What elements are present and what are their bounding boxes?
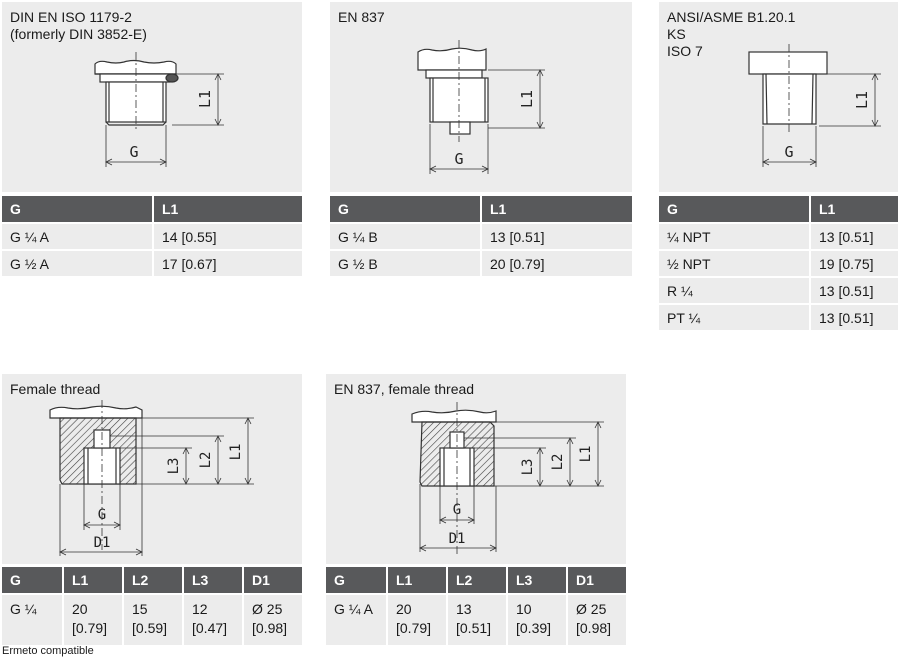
cell-l3: 10 [0.39] (506, 593, 566, 645)
cell-l1: 20 [0.79] (62, 593, 122, 645)
dim-label-d1: D1 (94, 535, 111, 551)
table-header-row: G L1 (2, 196, 302, 222)
table-header-row: G L1 (330, 196, 632, 222)
cell-g: ½ NPT (659, 249, 809, 276)
column-header-l2: L2 (446, 567, 506, 593)
table-row: G ¼ B 13 [0.51] (330, 222, 632, 249)
cell-d1: Ø 25 [0.98] (242, 593, 302, 645)
dim-label-g: G (454, 150, 463, 168)
column-header-l3: L3 (506, 567, 566, 593)
cell-l1: 20 [0.79] (480, 249, 632, 276)
dim-label-l1: L1 (196, 90, 214, 108)
spec-table-en-837-female-thread: G L1 L2 L3 D1 G ¼ A 20 [0.79] 13 [0.51] … (326, 567, 626, 645)
drawing-panel-en-837: EN 837 G L1 (330, 2, 632, 192)
dim-label-l2: L2 (550, 454, 566, 471)
cell-g: G ¼ (2, 593, 62, 645)
dim-label-d1: D1 (449, 531, 466, 547)
cell-g: G ½ A (2, 249, 152, 276)
dim-label-g: G (453, 502, 461, 518)
column-header-g: G (2, 196, 152, 222)
table-row: PT ¼ 13 [0.51] (659, 303, 898, 330)
fitting-drawing-male-thread-en-837: G L1 (417, 40, 545, 174)
dim-label-l3: L3 (166, 458, 182, 475)
cell-l1: 13 [0.51] (809, 222, 898, 249)
column-header-l1: L1 (480, 196, 632, 222)
column-header-l1: L1 (386, 567, 446, 593)
cell-l1: 20 [0.79] (386, 593, 446, 645)
column-header-l2: L2 (122, 567, 182, 593)
column-header-g: G (326, 567, 386, 593)
cell-l1: 13 [0.51] (809, 276, 898, 303)
spec-table-din-en-iso-1179-2: G L1 G ¼ A 14 [0.55] G ½ A 17 [0.67] (2, 196, 302, 276)
cell-l3: 12 [0.47] (182, 593, 242, 645)
cell-l1: 19 [0.75] (809, 249, 898, 276)
table-row: R ¼ 13 [0.51] (659, 276, 898, 303)
dim-label-l1: L1 (853, 91, 871, 109)
panel-title: Female thread (10, 381, 101, 397)
drawing-panel-din-en-iso-1179-2: DIN EN ISO 1179-2 (formerly DIN 3852-E) (2, 2, 302, 192)
column-header-l1: L1 (152, 196, 302, 222)
cell-l1: 13 [0.51] (480, 222, 632, 249)
table-header-row: G L1 L2 L3 D1 (2, 567, 302, 593)
fitting-drawing-en-837-female-thread: G D1 L1 L2 L3 (411, 402, 604, 554)
cell-l1: 13 [0.51] (809, 303, 898, 330)
dim-label-g: G (98, 507, 106, 523)
table-row: G ¼ 20 [0.79] 15 [0.59] 12 [0.47] Ø 25 [… (2, 593, 302, 645)
cell-g: R ¼ (659, 276, 809, 303)
dim-label-l1: L1 (518, 90, 536, 108)
dim-label-l1: L1 (228, 444, 244, 461)
dim-label-l3: L3 (520, 459, 536, 476)
cell-l2: 15 [0.59] (122, 593, 182, 645)
dim-label-g: G (129, 143, 138, 161)
table-row: G ½ A 17 [0.67] (2, 249, 302, 276)
table-header-row: G L1 L2 L3 D1 (326, 567, 626, 593)
table-header-row: G L1 (659, 196, 898, 222)
spec-table-female-thread: G L1 L2 L3 D1 G ¼ 20 [0.79] 15 [0.59] 12… (2, 567, 302, 645)
panel-title: DIN EN ISO 1179-2 (formerly DIN 3852-E) (10, 9, 147, 42)
column-header-l1: L1 (62, 567, 122, 593)
fitting-drawing-tapered-thread: G L1 (748, 44, 881, 167)
cell-g: G ¼ A (2, 222, 152, 249)
cell-l1: 17 [0.67] (152, 249, 302, 276)
panel-title: EN 837, female thread (334, 381, 475, 397)
cell-g: G ¼ A (326, 593, 386, 645)
dim-label-l1: L1 (578, 446, 594, 463)
cell-g: G ¼ B (330, 222, 480, 249)
cell-l1: 14 [0.55] (152, 222, 302, 249)
column-header-g: G (2, 567, 62, 593)
column-header-g: G (659, 196, 809, 222)
dim-label-l2: L2 (198, 452, 214, 469)
table-row: G ¼ A 14 [0.55] (2, 222, 302, 249)
cell-g: ¼ NPT (659, 222, 809, 249)
column-header-g: G (330, 196, 480, 222)
dim-label-g: G (784, 143, 793, 161)
table-row: G ½ B 20 [0.79] (330, 249, 632, 276)
cell-g: G ½ B (330, 249, 480, 276)
cell-g: PT ¼ (659, 303, 809, 330)
column-header-d1: D1 (566, 567, 626, 593)
fitting-drawing-female-thread: G D1 L1 L2 L3 (49, 400, 254, 556)
spec-table-ansi-asme: G L1 ¼ NPT 13 [0.51] ½ NPT 19 [0.75] R ¼… (659, 196, 898, 330)
drawing-panel-en-837-female-thread: EN 837, female thread (326, 374, 626, 564)
column-header-d1: D1 (242, 567, 302, 593)
drawing-panel-ansi-asme: ANSI/ASME B1.20.1 KS ISO 7 G L1 (659, 2, 898, 192)
column-header-l3: L3 (182, 567, 242, 593)
drawing-panel-female-thread: Female thread (2, 374, 302, 564)
table-row: G ¼ A 20 [0.79] 13 [0.51] 10 [0.39] Ø 25… (326, 593, 626, 645)
column-header-l1: L1 (809, 196, 898, 222)
spec-table-en-837: G L1 G ¼ B 13 [0.51] G ½ B 20 [0.79] (330, 196, 632, 276)
fitting-drawing-male-thread-o-ring: G L1 (94, 52, 224, 167)
panel-title: EN 837 (338, 9, 385, 25)
table-row: ½ NPT 19 [0.75] (659, 249, 898, 276)
cell-d1: Ø 25 [0.98] (566, 593, 626, 645)
cell-l2: 13 [0.51] (446, 593, 506, 645)
table-row: ¼ NPT 13 [0.51] (659, 222, 898, 249)
panel-title: ANSI/ASME B1.20.1 KS ISO 7 (667, 9, 796, 59)
footnote: Ermeto compatible (2, 645, 94, 657)
